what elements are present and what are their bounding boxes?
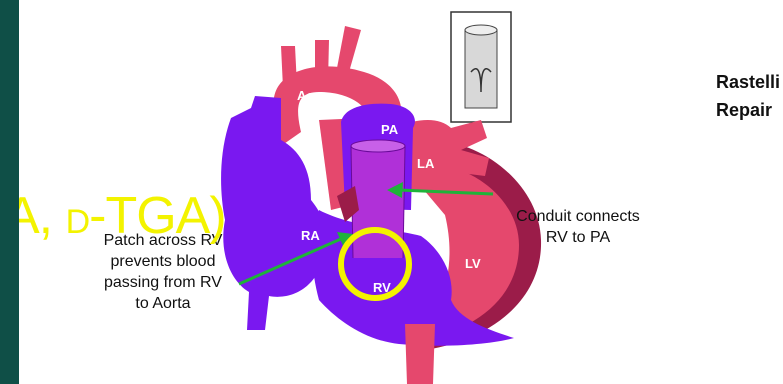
slide-panel: Ao PA LA RA RV LV Rastelli Repair Condui… bbox=[19, 0, 783, 384]
label-la: LA bbox=[417, 156, 435, 171]
conduit-annotation: Conduit connects RV to PA bbox=[503, 206, 653, 248]
label-lv: LV bbox=[465, 256, 481, 271]
label-pa: PA bbox=[381, 122, 399, 137]
patch-annotation-line-2: prevents blood bbox=[87, 251, 239, 272]
conduit-annotation-line-2: RV to PA bbox=[503, 227, 653, 248]
conduit-annotation-line-1: Conduit connects bbox=[503, 206, 653, 227]
label-ra: RA bbox=[301, 228, 320, 243]
descending-aorta-shape bbox=[405, 324, 435, 384]
overlay-lead: A, bbox=[19, 187, 66, 245]
conduit-inset-illustration bbox=[451, 12, 511, 122]
patch-annotation-line-4: to Aorta bbox=[87, 293, 239, 314]
overlay-main: -TGA) bbox=[89, 187, 226, 245]
patch-annotation-line-3: passing from RV bbox=[87, 272, 239, 293]
title-line-2: Repair bbox=[716, 100, 772, 121]
title-line-1: Rastelli bbox=[716, 72, 780, 93]
slide-overlay-text: A, D-TGA) bbox=[19, 186, 226, 252]
label-ao: Ao bbox=[297, 88, 314, 103]
overlay-prefix: D bbox=[66, 203, 90, 241]
